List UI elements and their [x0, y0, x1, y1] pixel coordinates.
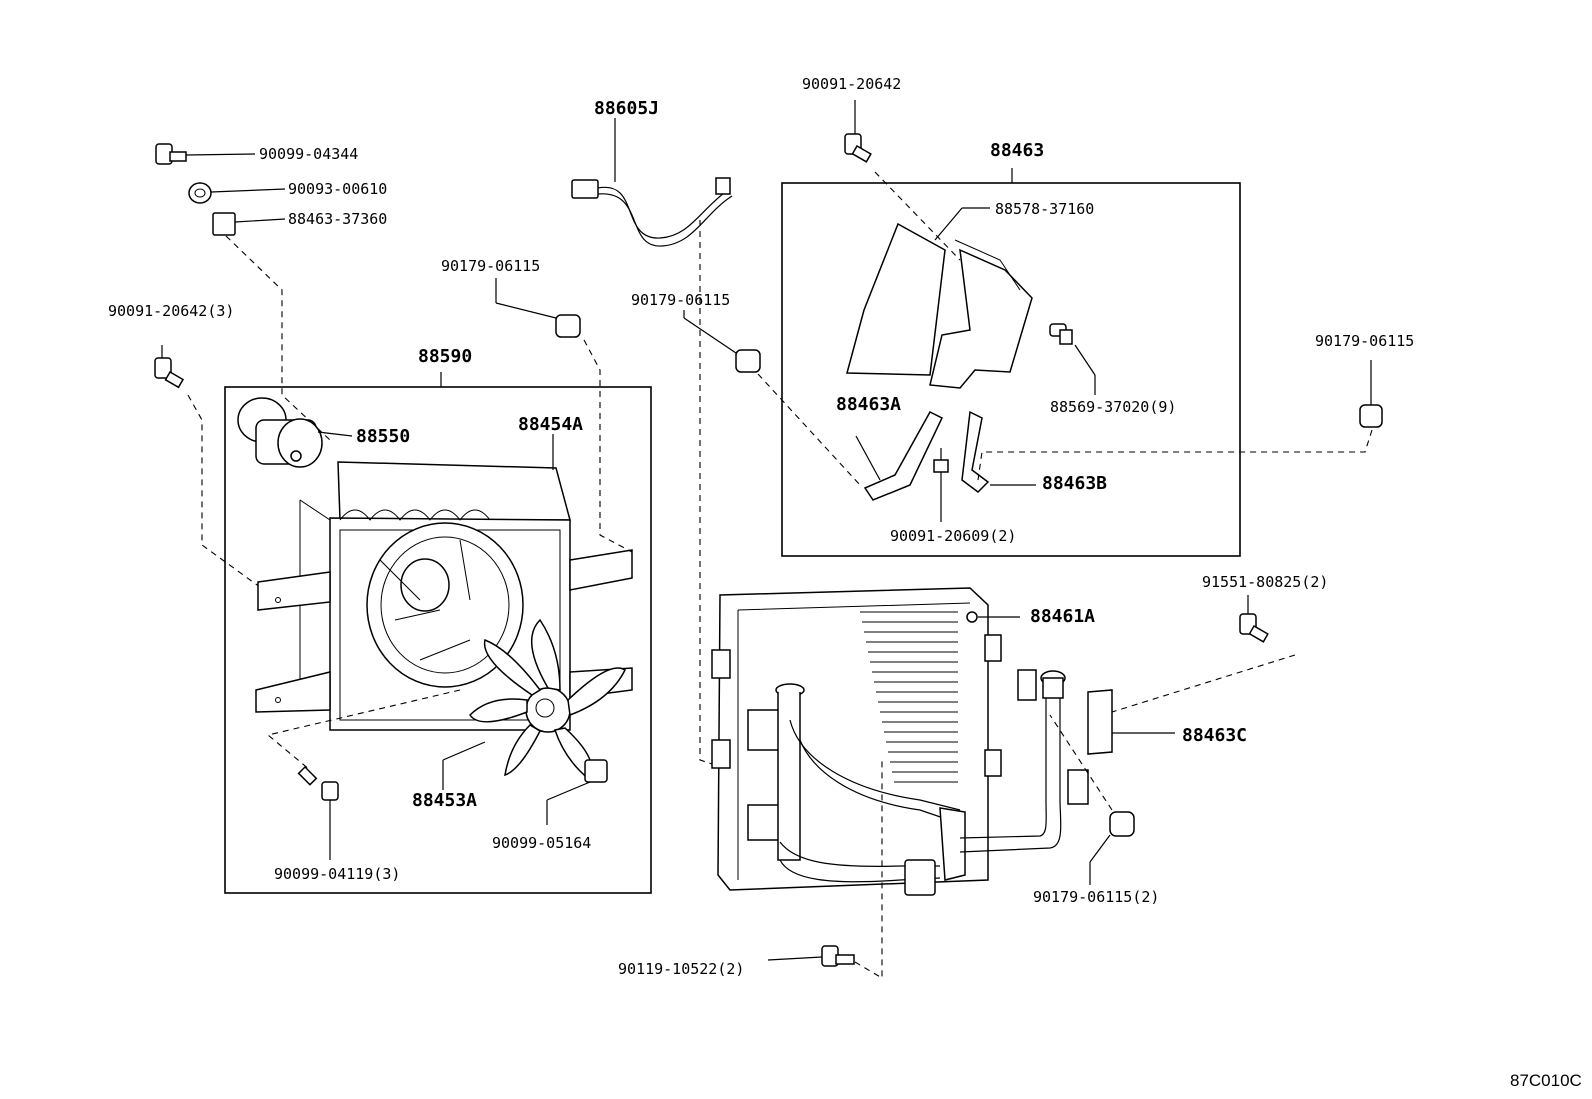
label-90091-20642-top: 90091-20642	[802, 75, 902, 93]
label-90099-04119-3: 90099-04119(3)	[274, 865, 401, 883]
bolt-90091-20642-top-icon	[844, 100, 872, 163]
label-88463-group: 88463	[990, 140, 1045, 161]
label-90119-10522-2: 90119-10522(2)	[618, 960, 745, 978]
label-88463A: 88463A	[836, 394, 902, 415]
bracket-88463B-icon	[961, 410, 1036, 493]
label-90179-06115-2: 90179-06115(2)	[1033, 888, 1160, 906]
label-88454A: 88454A	[518, 414, 584, 435]
nut-90179-06115-left-icon	[495, 278, 581, 338]
label-90099-04344: 90099-04344	[259, 145, 359, 163]
washer-90093-00610-icon	[188, 182, 286, 204]
label-88461A: 88461A	[1030, 606, 1096, 627]
bolt-90099-04344-icon	[155, 143, 256, 165]
motor-88550-icon	[237, 397, 353, 468]
bolt-91551-80825-icon	[1239, 595, 1269, 643]
fan-88453A-icon	[442, 618, 626, 790]
label-88578-37160: 88578-37160	[995, 200, 1095, 218]
nut-90179-06115-right-icon	[1359, 360, 1383, 428]
label-91551-80825-2: 91551-80825(2)	[1202, 573, 1329, 591]
label-88550: 88550	[356, 426, 411, 447]
label-88463C: 88463C	[1182, 725, 1248, 746]
seal-88578-37160-icon	[846, 207, 1033, 389]
label-90099-05164: 90099-05164	[492, 834, 592, 852]
label-88463-37360: 88463-37360	[288, 210, 388, 228]
label-88590-group: 88590	[418, 346, 473, 367]
bracket-88463A-icon	[855, 411, 943, 501]
reference-code: 87C010C	[1510, 1071, 1582, 1090]
condenser-88461A-icon	[711, 587, 1089, 896]
label-88463B: 88463B	[1042, 473, 1108, 494]
label-90091-20609-2: 90091-20609(2)	[890, 527, 1017, 545]
bolt-90099-05164-icon	[546, 759, 608, 825]
bolt-90099-04119-icon	[297, 765, 339, 860]
bracket-88463C-icon	[1087, 689, 1175, 755]
wire-harness-88605J-icon	[571, 118, 733, 247]
label-90179-06115-center: 90179-06115	[631, 291, 731, 309]
clip-88569-37020-icon	[1049, 323, 1096, 395]
nut-90179-06115-center-icon	[683, 310, 761, 373]
clip-88463-37360-icon	[212, 212, 286, 236]
label-88605J: 88605J	[594, 98, 660, 119]
label-90179-06115-right: 90179-06115	[1315, 332, 1415, 350]
nut-90179-06115-2-icon	[1089, 811, 1135, 885]
bolt-90119-10522-icon	[767, 945, 855, 967]
fan-assembly-box	[224, 386, 652, 894]
label-90091-20642-3: 90091-20642(3)	[108, 302, 235, 320]
label-90093-00610: 90093-00610	[288, 180, 388, 198]
label-88569-37020-9: 88569-37020(9)	[1050, 398, 1177, 416]
label-88453A: 88453A	[412, 790, 478, 811]
bolt-90091-20642-3-icon	[154, 345, 185, 389]
label-90179-06115-left: 90179-06115	[441, 257, 541, 275]
bolt-90091-20609-icon	[933, 448, 949, 522]
bracket-set-box	[781, 182, 1241, 557]
